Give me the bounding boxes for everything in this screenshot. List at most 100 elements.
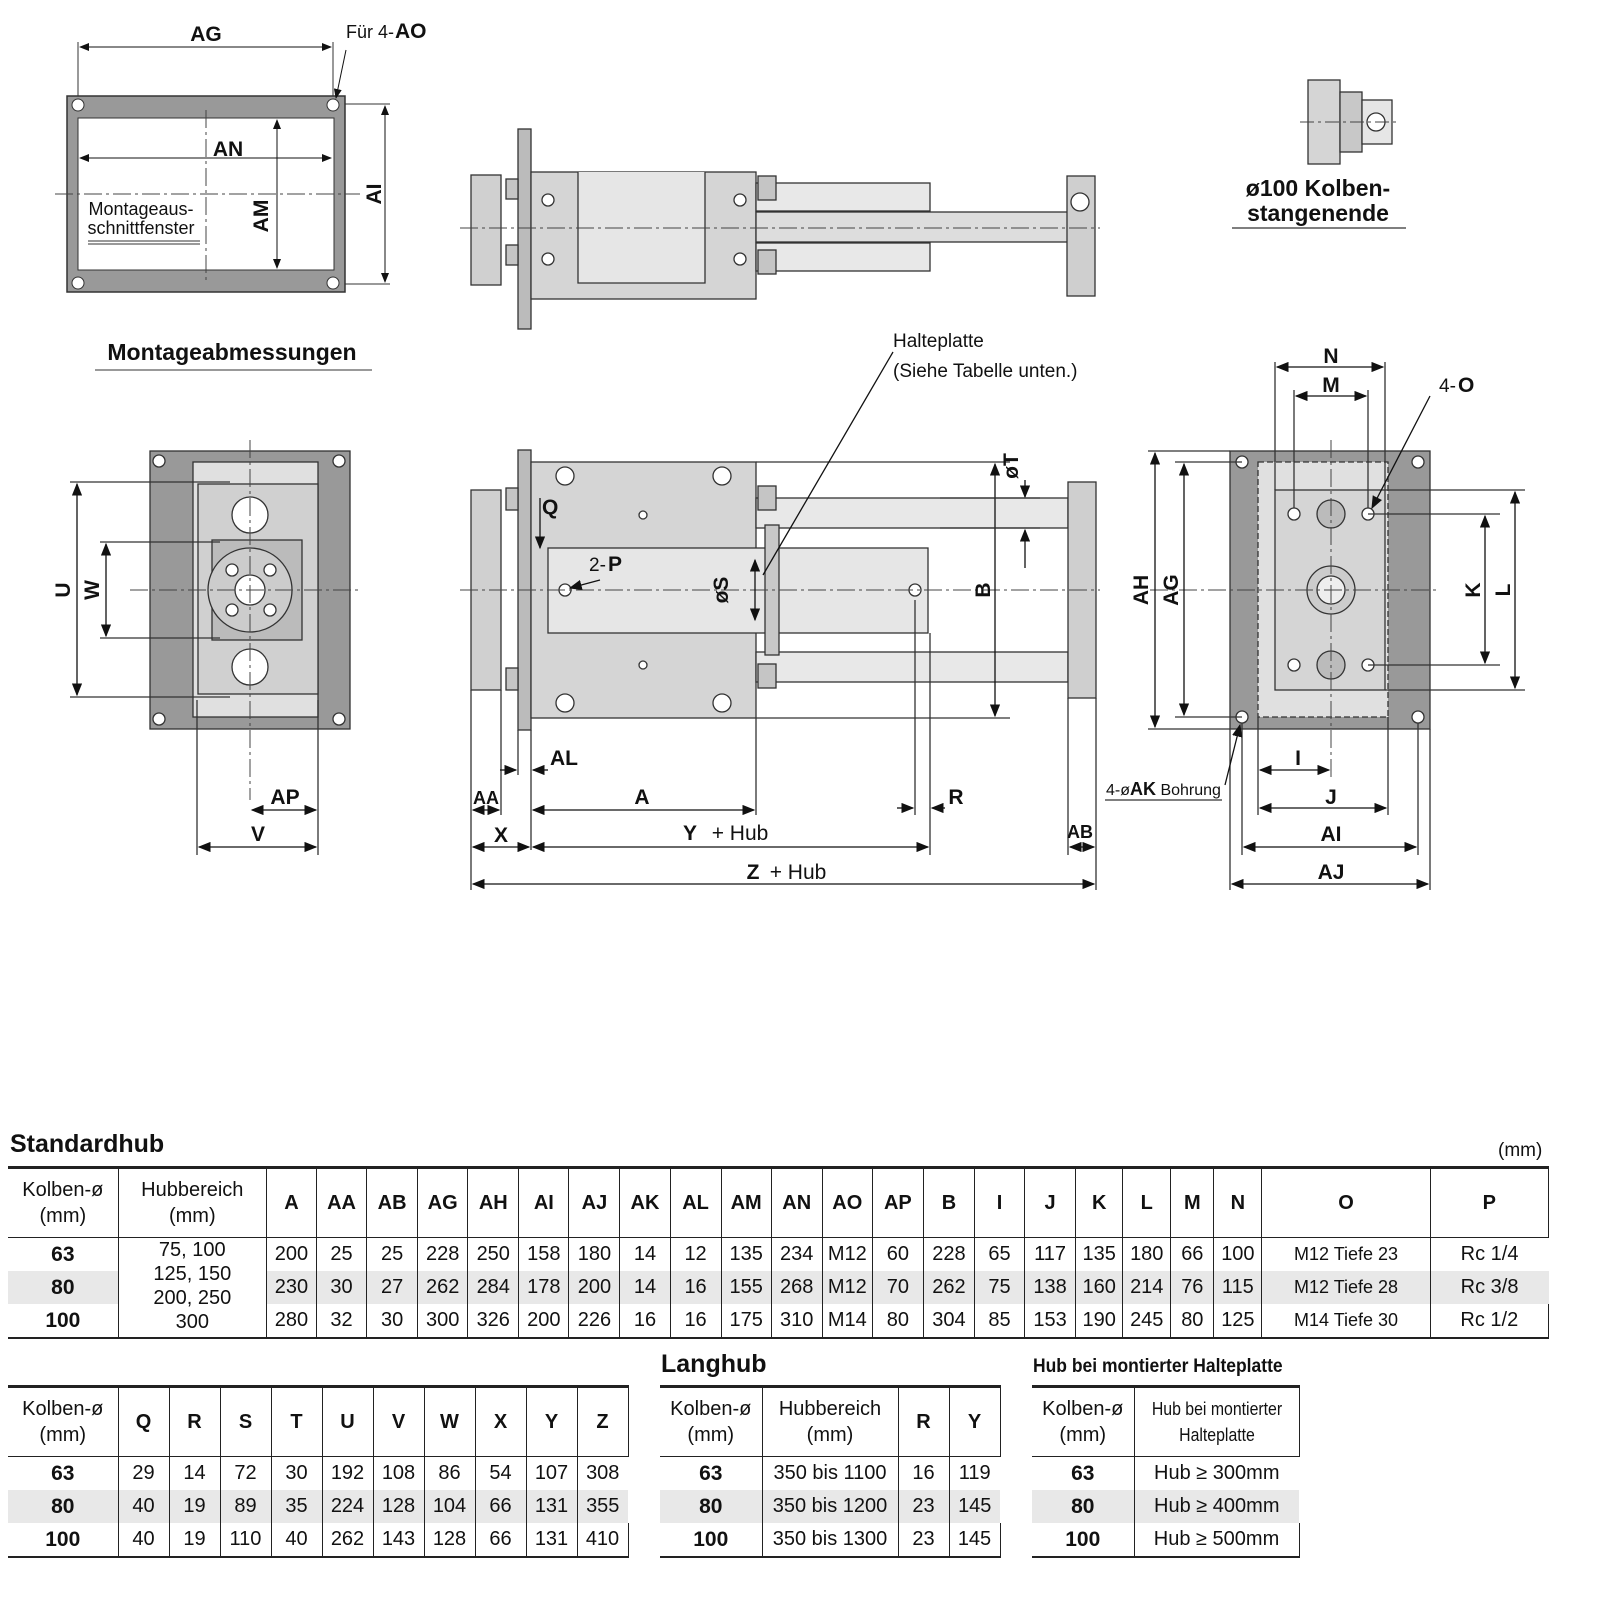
bore-cell: 63 — [660, 1456, 763, 1490]
header-text: R — [187, 1411, 202, 1433]
value-cell: 200 — [568, 1271, 621, 1304]
right-end-view-labels: N M 4- O AH AG K L I J AI AJ 4-øAK Bohru… — [1106, 345, 1515, 884]
header-text: I — [996, 1192, 1003, 1214]
value-cell: 16 — [898, 1456, 950, 1490]
header-text: N — [1230, 1192, 1246, 1214]
header-text: Kolben-ø (mm) — [670, 1398, 752, 1446]
value-cell: 143 — [373, 1523, 425, 1557]
value-cell: 131 — [526, 1490, 578, 1523]
column-header: Kolben-ø (mm) — [1032, 1386, 1135, 1457]
label-o-prefix: 4- — [1439, 376, 1456, 397]
column-header: Q — [118, 1386, 170, 1457]
value-cell: 175 — [721, 1304, 772, 1338]
value-cell: 23 — [898, 1523, 950, 1557]
label-ai: AI — [363, 184, 386, 205]
value-cell: 226 — [568, 1304, 621, 1338]
label-an: AN — [213, 138, 243, 161]
label-am: AM — [250, 200, 273, 233]
value-cell: 107 — [526, 1456, 578, 1490]
column-header: M — [1170, 1167, 1215, 1238]
column-header: T — [271, 1386, 323, 1457]
header-text: O — [1338, 1192, 1354, 1214]
langhub-title: Langhub — [661, 1350, 767, 1378]
value-cell: 80 — [872, 1304, 924, 1338]
header-text: K — [1091, 1192, 1107, 1214]
value-cell: 200 — [266, 1237, 317, 1271]
value-cell: Hub ≥ 400mm — [1154, 1495, 1280, 1517]
value-cell: 125 — [1213, 1304, 1263, 1338]
value-cell: 158 — [518, 1237, 570, 1271]
value-cell: 115 — [1213, 1271, 1263, 1304]
value-cell: 76 — [1170, 1271, 1215, 1304]
value-cell: 180 — [568, 1237, 621, 1271]
value-cell: 85 — [974, 1304, 1026, 1338]
value-cell: M12 — [822, 1271, 873, 1304]
header-text: L — [1140, 1192, 1153, 1214]
value-cell: 119 — [958, 1462, 991, 1484]
column-header: R — [169, 1386, 221, 1457]
label-w: W — [81, 580, 104, 600]
label-b: B — [972, 582, 995, 597]
label-ah: AH — [1130, 575, 1153, 605]
label-y-hub: + Hub — [712, 822, 769, 845]
column-header: Hubbereich (mm) — [762, 1386, 899, 1457]
value-cell: 110 — [220, 1523, 272, 1557]
value-cell: 60 — [872, 1237, 924, 1271]
value-cell: 200 — [518, 1304, 570, 1338]
bore-cell: 63 — [8, 1237, 119, 1271]
label-halteplatte: Halteplatte — [893, 331, 984, 352]
bore-cell: 100 — [8, 1304, 119, 1338]
column-header: Z — [577, 1386, 629, 1457]
value-cell: 192 — [322, 1456, 374, 1490]
header-text: AH — [478, 1192, 508, 1214]
column-header: W — [424, 1386, 476, 1457]
column-header: AI — [518, 1167, 570, 1238]
value-cell: 180 — [1122, 1237, 1172, 1271]
header-text: Y — [544, 1411, 559, 1433]
label-p: P — [608, 553, 622, 576]
value-cell: 32 — [316, 1304, 368, 1338]
column-header: A — [266, 1167, 317, 1238]
value-cell: 234 — [771, 1237, 823, 1271]
value-cell: 153 — [1024, 1304, 1077, 1338]
header-text: U — [340, 1411, 355, 1433]
value-cell: 35 — [271, 1490, 323, 1523]
label-v: V — [251, 823, 265, 846]
header-text: W — [440, 1411, 459, 1433]
value-cell: 228 — [923, 1237, 976, 1271]
value-cell: 138 — [1024, 1271, 1077, 1304]
label-a: A — [634, 786, 649, 809]
value-cell: 190 — [1075, 1304, 1124, 1338]
value-cell: 284 — [467, 1271, 520, 1304]
value-cell: 104 — [424, 1490, 476, 1523]
label-fuer-4: Für 4- — [346, 22, 394, 42]
header-text: Hub bei montierter Halteplatte — [1151, 1399, 1282, 1445]
stroke-range-line: 125, 150 — [153, 1263, 232, 1285]
value-cell: 16 — [670, 1304, 722, 1338]
bore-cell: 80 — [660, 1490, 763, 1523]
label-ab: AB — [1067, 822, 1093, 842]
label-i: I — [1295, 747, 1301, 770]
header-text: J — [1044, 1192, 1056, 1214]
header-text: A — [284, 1192, 299, 1214]
value-cell: 30 — [316, 1271, 368, 1304]
value-cell: 66 — [1170, 1237, 1215, 1271]
label-ag: AG — [190, 23, 222, 46]
value-cell: 300 — [417, 1304, 469, 1338]
label-y: Y — [683, 822, 697, 845]
value-cell: 40 — [118, 1523, 170, 1557]
technical-drawing: AG Für 4- AO AN AM AI Montageaus- schnit… — [52, 20, 1525, 890]
value-cell: 89 — [220, 1490, 272, 1523]
label-t: øT — [1000, 453, 1023, 479]
header-text: AG — [427, 1192, 458, 1214]
label-z: Z — [747, 861, 760, 884]
value-cell: 262 — [923, 1271, 976, 1304]
value-cell: 145 — [958, 1495, 992, 1517]
column-header: AM — [721, 1167, 772, 1238]
label-l: L — [1492, 583, 1515, 596]
column-header: AH — [467, 1167, 520, 1238]
header-text: Kolben-ø (mm) — [1042, 1398, 1124, 1446]
